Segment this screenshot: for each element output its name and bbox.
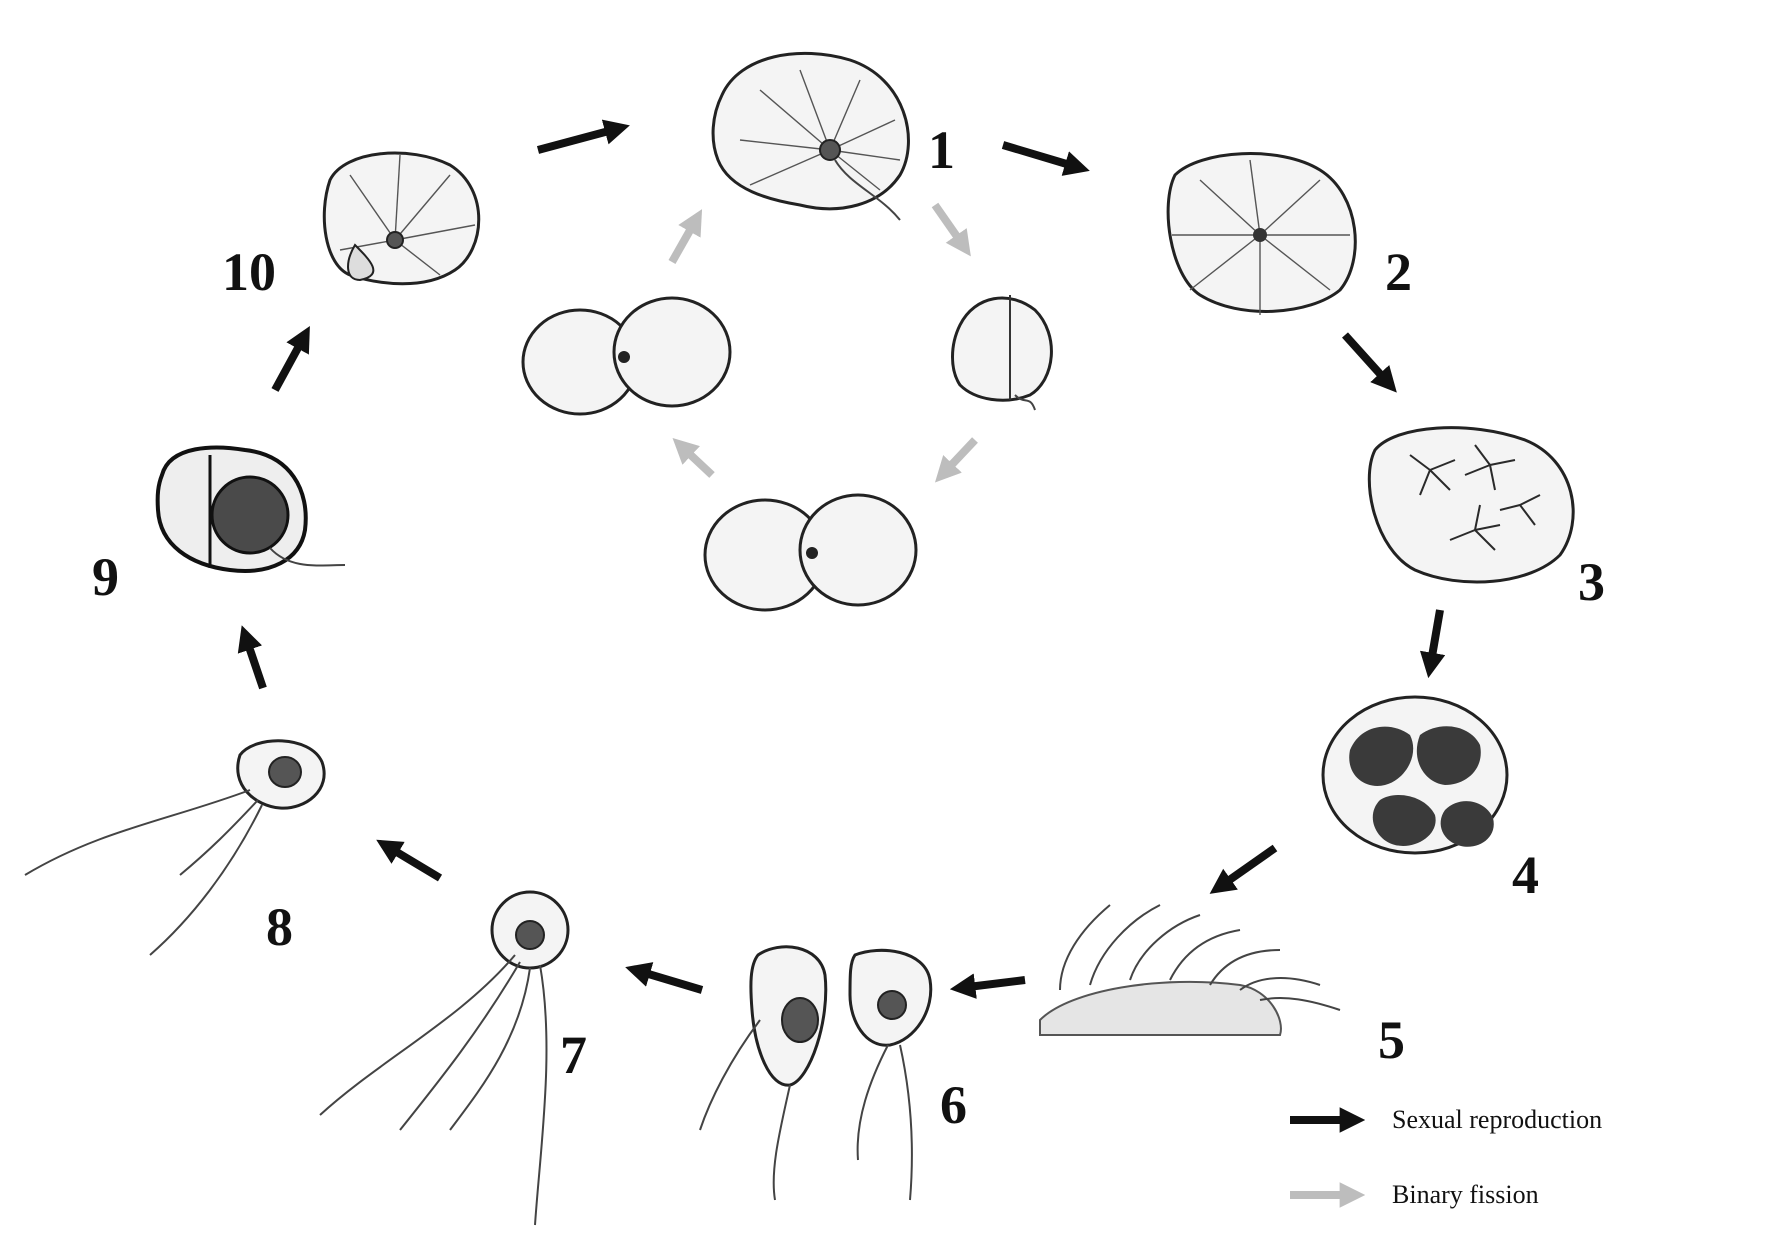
arrow-2-to-3 [1342,332,1397,393]
fission-arrow-3 [672,437,715,478]
arrow-4-to-5 [1209,844,1278,894]
arrow-5-to-6 [949,973,1026,999]
fission-arrow-1 [931,202,971,257]
stage-label-7: 7 [560,1025,587,1085]
stage-8-zoospore [24,739,326,956]
arrow-10-to-1 [536,119,630,154]
stage-label-8: 8 [266,897,293,957]
arrow-7-to-8 [376,839,443,882]
fission-cell-right [951,295,1053,411]
stage-5-sheet [1039,904,1341,1036]
stage-1-cell [711,51,910,221]
arrow-6-to-7 [625,962,704,994]
arrow-8-to-9 [237,625,267,690]
arrow-3-to-4 [1419,609,1446,679]
fission-cell-bottom [703,493,918,612]
stage-7-zoospore [319,890,570,1226]
stage-label-4: 4 [1512,845,1539,905]
arrow-9-to-10 [271,326,310,392]
stage-10-cell [322,151,481,286]
fission-arrow-2 [934,437,978,483]
arrow-1-to-2 [1001,141,1090,176]
stage-3-cell [1367,426,1575,584]
stage-9-cell [155,445,346,573]
legend: Sexual reproduction Binary fission [1290,1105,1602,1209]
stage-4-cell [1321,695,1509,855]
legend-fission-label: Binary fission [1392,1180,1539,1209]
stage-6-zoospores [699,945,933,1201]
stage-label-9: 9 [92,547,119,607]
stage-label-5: 5 [1378,1010,1405,1070]
stage-label-3: 3 [1578,552,1605,612]
legend-sexual-label: Sexual reproduction [1392,1105,1602,1134]
stage-2-cell [1166,152,1357,315]
fission-cell-left [521,296,732,416]
stage-label-1: 1 [928,120,955,180]
stage-label-6: 6 [940,1075,967,1135]
stage-label-10: 10 [222,242,276,302]
fission-arrows [668,202,978,483]
sexual-arrows [237,119,1446,999]
fission-arrow-4 [668,209,703,264]
stage-label-2: 2 [1385,242,1412,302]
